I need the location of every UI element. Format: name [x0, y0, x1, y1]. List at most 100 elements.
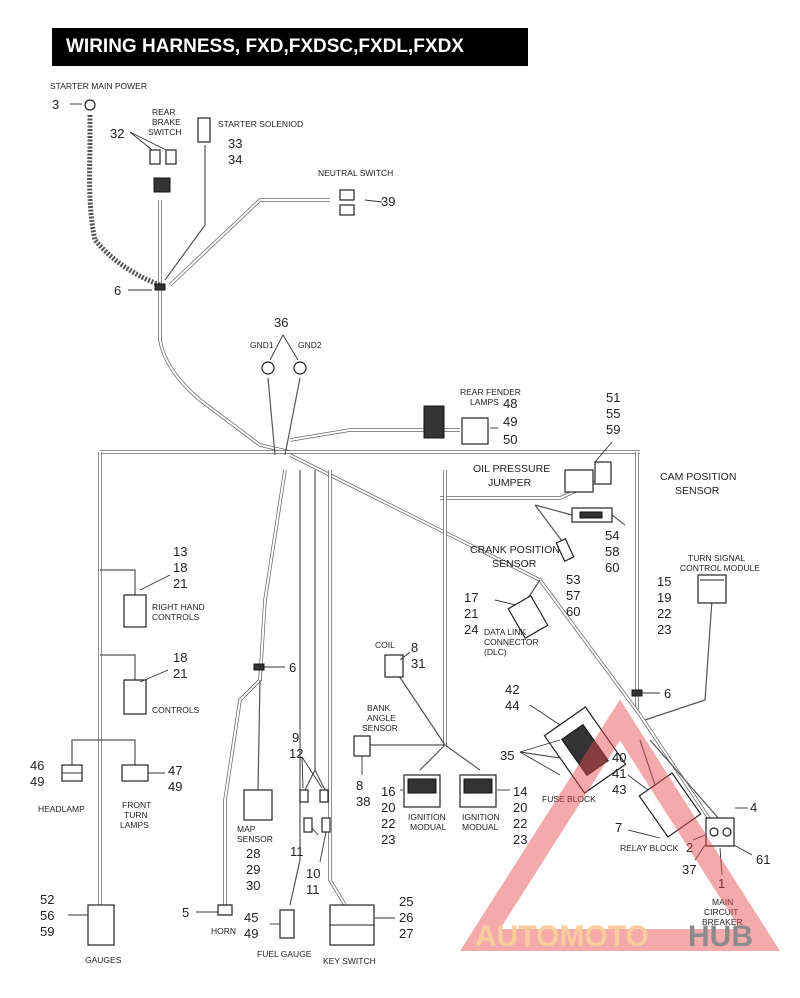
label-cam-position-1: CAM POSITION [660, 471, 736, 483]
label-turn-signal-1: TURN SIGNAL [688, 553, 745, 563]
num-junction-right: 6 [664, 686, 671, 701]
label-front-turn-2: TURN [124, 810, 148, 820]
component-labels: STARTER MAIN POWER REAR BRAKE SWITCH STA… [38, 81, 760, 966]
num-key-switch-1: 25 [399, 894, 413, 909]
num-wire-junction-a-2: 12 [289, 746, 303, 761]
num-ignition-1-3: 22 [381, 816, 395, 831]
num-rear-fender-3: 50 [503, 432, 517, 447]
gnd2-ring-icon [293, 361, 307, 375]
num-wire-junction-c-1: 10 [306, 866, 320, 881]
num-cam-position-3: 60 [605, 560, 619, 575]
label-map-sensor-1: MAP [237, 824, 256, 834]
label-crank-position-2: SENSOR [492, 558, 537, 570]
num-rear-fender-1: 48 [503, 396, 517, 411]
num-wire-junction-b: 11 [290, 844, 304, 859]
num-starter-solenoid-2: 34 [228, 152, 242, 167]
front-turn-lamps-connector [121, 764, 149, 782]
num-oil-pressure-3: 59 [606, 422, 620, 437]
num-rear-fender-2: 49 [503, 414, 517, 429]
label-rear-fender-lamps-2: LAMPS [470, 397, 499, 407]
label-bank-angle-2: ANGLE [367, 713, 396, 723]
diagram-title: WIRING HARNESS, FXD,FXDSC,FXDL,FXDX [52, 28, 528, 66]
label-bank-angle-3: SENSOR [362, 723, 398, 733]
label-gnd2: GND2 [298, 340, 322, 350]
label-rear-brake-switch-1: REAR [152, 107, 176, 117]
label-ignition-2a: IGNITION [462, 812, 500, 822]
key-switch [329, 904, 375, 946]
num-front-turn-1: 47 [168, 763, 182, 778]
num-turn-signal-2: 19 [657, 590, 671, 605]
label-gauges: GAUGES [85, 955, 122, 965]
rear-brake-switch [149, 149, 177, 193]
num-controls-1: 18 [173, 650, 187, 665]
num-turn-signal-1: 15 [657, 574, 671, 589]
num-ignition-2-4: 23 [513, 832, 527, 847]
num-rear-brake-switch: 32 [110, 126, 124, 141]
num-map-sensor-1: 28 [246, 846, 260, 861]
leader-lines [62, 103, 753, 925]
num-turn-signal-3: 22 [657, 606, 671, 621]
turn-signal-control-module [697, 574, 727, 604]
reference-numbers: 3 32 33 34 39 6 36 48 49 50 51 55 59 54 … [30, 97, 770, 941]
num-neutral-switch: 39 [381, 194, 395, 209]
label-ignition-1a: IGNITION [408, 812, 446, 822]
relay-block [638, 772, 702, 838]
map-sensor [243, 789, 273, 821]
oil-pressure-jumper-connector [564, 461, 612, 493]
num-right-hand-3: 21 [173, 576, 187, 591]
data-link-connector [507, 594, 549, 640]
num-relay-block-3: 43 [612, 782, 626, 797]
label-ignition-2b: MODUAL [462, 822, 499, 832]
label-horn: HORN [211, 926, 236, 936]
num-crank-position-2: 57 [566, 588, 580, 603]
num-breaker-1: 1 [718, 876, 725, 891]
num-bank-angle-2: 38 [356, 794, 370, 809]
watermark-text-hub: HUB [688, 920, 753, 953]
label-dlc-1: DATA LINK [484, 627, 527, 637]
num-ignition-1-4: 23 [381, 832, 395, 847]
num-fuse-block-35: 35 [500, 748, 514, 763]
label-front-turn-3: LAMPS [120, 820, 149, 830]
horn-connector [217, 904, 233, 916]
num-wire-junction-c-2: 11 [306, 882, 320, 897]
num-relay-block-7: 7 [615, 820, 622, 835]
label-bank-angle-1: BANK [367, 703, 390, 713]
ignition-modual-1 [403, 774, 441, 808]
num-turn-signal-4: 23 [657, 622, 671, 637]
label-right-hand-controls-2: CONTROLS [152, 612, 200, 622]
num-junction-mid: 6 [289, 660, 296, 675]
crank-position-sensor [555, 538, 575, 562]
num-key-switch-2: 26 [399, 910, 413, 925]
ground-wires [261, 361, 307, 456]
num-dlc-1: 17 [464, 590, 478, 605]
label-relay-block: RELAY BLOCK [620, 843, 679, 853]
label-turn-signal-2: CONTROL MODULE [680, 563, 760, 573]
junction-clip-top [154, 283, 166, 291]
ignition-modual-2 [459, 774, 497, 808]
label-controls: CONTROLS [152, 705, 200, 715]
label-headlamp: HEADLAMP [38, 804, 85, 814]
label-rear-brake-switch-3: SWITCH [148, 127, 182, 137]
num-fuel-gauge-2: 49 [244, 926, 258, 941]
num-coil-2: 31 [411, 656, 425, 671]
fuel-gauge-connector [279, 909, 295, 939]
label-starter-main-power: STARTER MAIN POWER [50, 81, 147, 91]
num-ignition-2-2: 20 [513, 800, 527, 815]
num-fuel-gauge-1: 45 [244, 910, 258, 925]
num-bank-angle-1: 8 [356, 778, 363, 793]
label-rear-fender-lamps-1: REAR FENDER [460, 387, 521, 397]
controls-connector [123, 679, 147, 715]
gnd1-ring-icon [261, 361, 275, 375]
num-controls-2: 21 [173, 666, 187, 681]
bank-angle-sensor [353, 735, 371, 757]
watermark-text-auto: AUTOMOTO [475, 920, 649, 953]
right-hand-controls-connector [123, 594, 147, 628]
num-gauges-2: 56 [40, 908, 54, 923]
num-wire-junction-a-1: 9 [292, 730, 299, 745]
cam-position-sensor [571, 507, 613, 523]
num-headlamp-2: 49 [30, 774, 44, 789]
label-main-breaker-2: CIRCUIT [704, 907, 738, 917]
label-dlc-3: (DLC) [484, 647, 507, 657]
label-oil-pressure-2: JUMPER [488, 477, 532, 489]
label-coil: COIL [375, 640, 395, 650]
